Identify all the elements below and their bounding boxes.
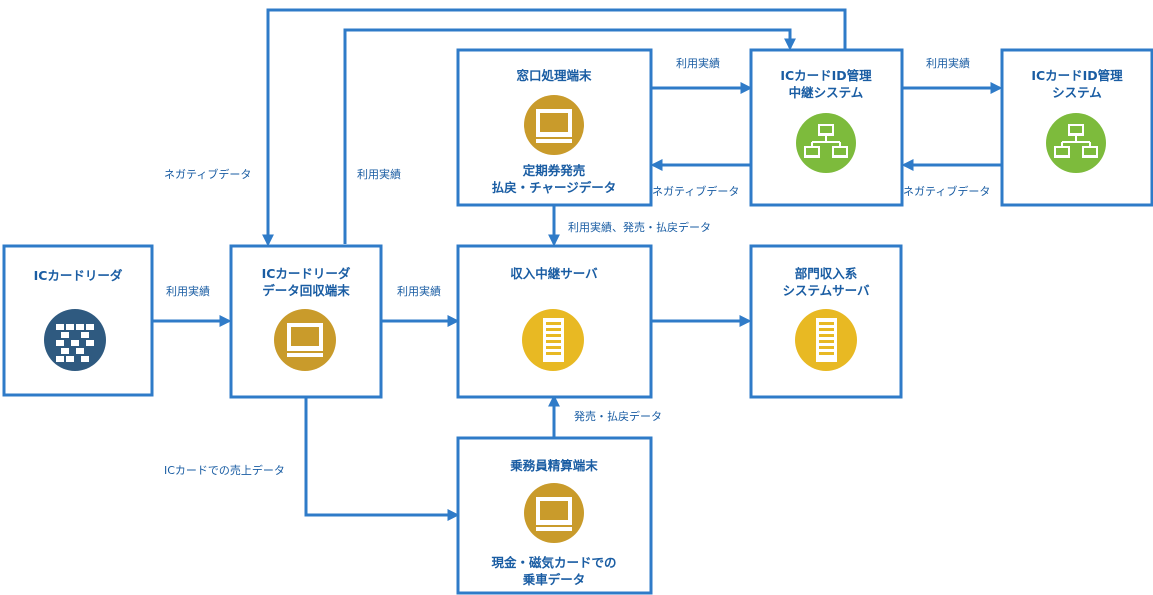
node-title: ICカードリーダ — [34, 268, 123, 283]
server-icon — [522, 309, 584, 371]
edge-label-collect-to-idrelay: 利用実績 — [357, 167, 401, 181]
node-title-line-1: ICカードリーダ — [262, 266, 351, 281]
terminal-icon — [524, 95, 584, 155]
edge-idrelay-to-collect — [262, 8, 847, 247]
node-subtitle-line-1: 定期券発売 — [522, 163, 586, 178]
node-department-revenue-server: 部門収入系 システムサーバ — [749, 244, 903, 399]
node-ic-card-reader: ICカードリーダ — [2, 244, 154, 397]
edge-label-reader-to-collect: 利用実績 — [166, 284, 210, 298]
node-id-relay-system: ICカードID管理 中継システム — [749, 48, 904, 207]
node-title-line-2: データ回収端末 — [262, 283, 350, 298]
edge-label-collect-to-relay: 利用実績 — [397, 284, 441, 298]
edges: 利用実績 利用実績 ICカードでの売上データ 利用実績、発売・払戻データ 発売・… — [152, 8, 1003, 521]
node-subtitle-line-1: 現金・磁気カードでの — [491, 555, 616, 570]
node-subtitle-line-2: 払戻・チャージデータ — [492, 180, 617, 195]
node-revenue-relay-server: 収入中継サーバ — [456, 244, 653, 399]
node-id-management-system: ICカードID管理 システム — [1000, 48, 1153, 207]
node-title: 収入中継サーバ — [510, 266, 598, 281]
edge-label-window-to-relay: 利用実績、発売・払戻データ — [568, 220, 711, 234]
node-subtitle-line-2: 乗車データ — [522, 572, 586, 587]
node-title-line-1: ICカードID管理 — [780, 68, 872, 83]
edge-label-idrelay-to-collect: ネガティブデータ — [164, 167, 251, 181]
node-data-collection-terminal: ICカードリーダ データ回収端末 — [229, 244, 383, 399]
node-title-line-2: システム — [1052, 85, 1102, 100]
network-icon — [796, 113, 856, 173]
terminal-icon — [274, 309, 336, 371]
node-title-line-1: 部門収入系 — [795, 266, 858, 281]
edge-collect-to-idrelay — [343, 28, 796, 244]
edge-label-crew-to-relay: 発売・払戻データ — [574, 409, 662, 423]
edge-label-window-to-idrelay: 利用実績 — [676, 56, 720, 70]
node-title-line-1: ICカードID管理 — [1031, 68, 1123, 83]
network-icon — [1046, 113, 1106, 173]
edge-label-idsystem-to-idrelay: ネガティブデータ — [903, 184, 990, 198]
node-title-line-2: システムサーバ — [782, 283, 870, 298]
edge-label-collect-to-crew: ICカードでの売上データ — [164, 463, 285, 477]
terminal-icon — [524, 483, 584, 543]
edge-collect-to-crew — [304, 397, 460, 521]
edge-label-idrelay-to-window: ネガティブデータ — [652, 184, 739, 198]
edge-label-idrelay-to-idsystem: 利用実績 — [926, 56, 970, 70]
node-crew-settlement-terminal: 乗務員精算端末 現金・磁気カードでの 乗車データ — [456, 436, 653, 595]
node-title: 乗務員精算端末 — [509, 458, 598, 473]
node-title-line-2: 中継システム — [789, 85, 864, 100]
card-reader-icon — [44, 309, 106, 371]
server-icon — [795, 309, 857, 371]
node-title: 窓口処理端末 — [516, 68, 592, 83]
node-window-terminal: 窓口処理端末 定期券発売 払戻・チャージデータ — [456, 48, 653, 207]
